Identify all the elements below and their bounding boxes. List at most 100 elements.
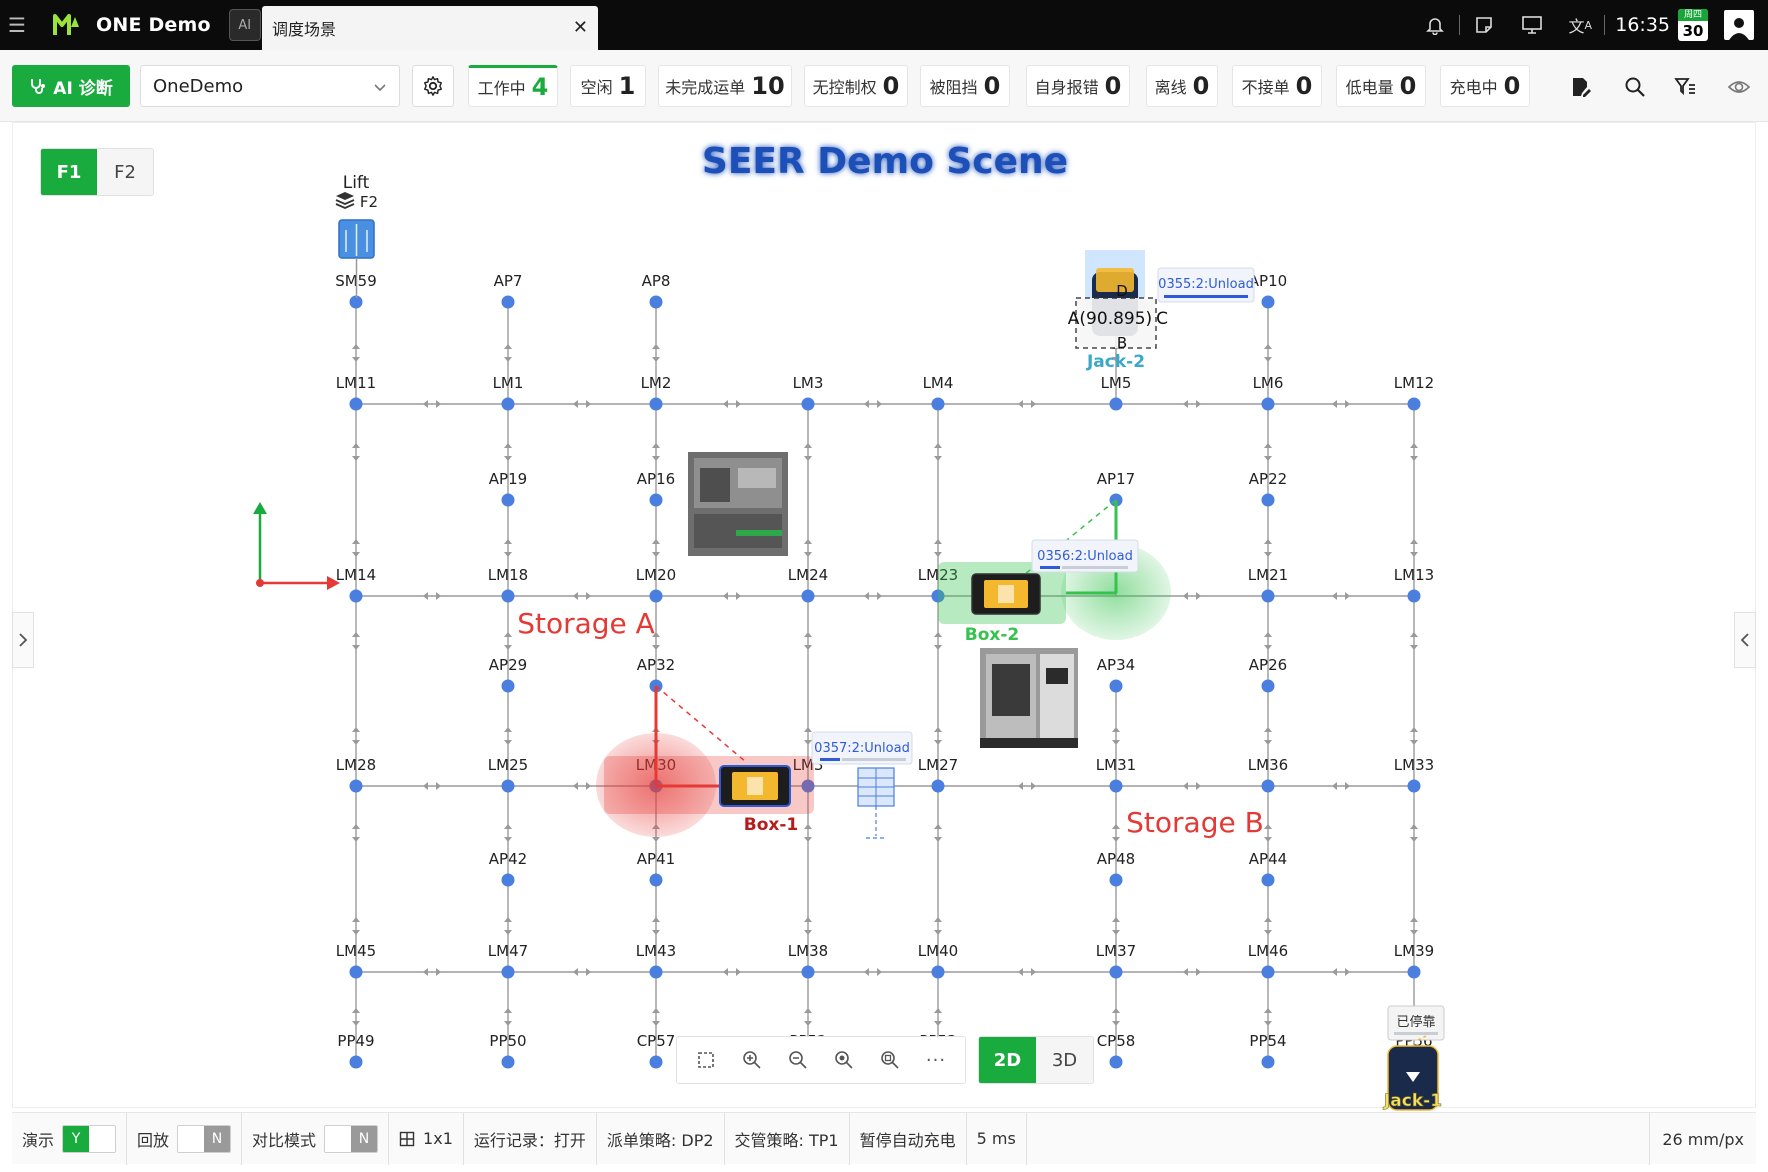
map-node-ap29[interactable] [501,679,515,693]
map-node-ap34[interactable] [1109,679,1123,693]
floor-tab-f1[interactable]: F1 [41,149,97,195]
map-node-lm28[interactable] [349,779,363,793]
edit-file-icon[interactable] [1566,72,1596,102]
map-node-lm1[interactable] [501,397,515,411]
box-select-icon[interactable] [688,1042,724,1078]
map-node-lm13[interactable] [1407,589,1421,603]
box-1-robot[interactable]: Box-1 0357:2:Unload [596,685,913,837]
map-node-ap48[interactable] [1109,873,1123,887]
tab-dispatch-scene[interactable]: 调度场景 ✕ [262,6,598,50]
playback-switch[interactable]: N [177,1124,232,1153]
monitor-icon[interactable] [1508,0,1556,50]
map-node-ap42[interactable] [501,873,515,887]
map-node-sm59[interactable] [349,295,363,309]
ai-diagnose-button[interactable]: AI 诊断 [12,65,130,107]
map-node-pp50[interactable] [501,1055,515,1069]
box-2-robot[interactable]: Box-2 0356:2:Unload [938,499,1171,645]
jack-2-robot[interactable]: A(90.895) C D B Jack-2 0355:2:Unload [1068,250,1255,372]
map-node-ap26[interactable] [1261,679,1275,693]
map-node-cp58[interactable] [1109,1055,1123,1069]
shelf-marker[interactable] [857,767,895,839]
map-node-pp54[interactable] [1261,1055,1275,1069]
map-node-lm36[interactable] [1261,779,1275,793]
filter-icon[interactable] [1670,72,1700,102]
map-node-cp57[interactable] [649,1055,663,1069]
view-2d-button[interactable]: 2D [979,1037,1036,1083]
map-node-lm25[interactable] [501,779,515,793]
map-node-lm39[interactable] [1407,965,1421,979]
ai-chip-icon[interactable]: AI [228,9,261,41]
map-node-ap10[interactable] [1261,295,1275,309]
map-node-lm11[interactable] [349,397,363,411]
calendar-icon[interactable]: 周四 30 [1678,9,1708,41]
map-node-lm23[interactable] [931,589,945,603]
scene-select[interactable]: OneDemo [140,65,400,107]
view-3d-button[interactable]: 3D [1036,1037,1093,1083]
search-icon[interactable] [1620,72,1650,102]
map-node-ap16[interactable] [649,493,663,507]
map-node-ap19[interactable] [501,493,515,507]
interval-setting[interactable]: 5 ms [967,1112,1027,1165]
map-node-lm46[interactable] [1261,965,1275,979]
map-node-ap22[interactable] [1261,493,1275,507]
map-node-lm12[interactable] [1407,397,1421,411]
map-node-ap8[interactable] [649,295,663,309]
map-node-lm47[interactable] [501,965,515,979]
map-node-lm33[interactable] [1407,779,1421,793]
map-node-lm6[interactable] [1261,397,1275,411]
more-icon[interactable]: ··· [925,1049,947,1071]
map-node-ap7[interactable] [501,295,515,309]
grid-setting[interactable]: 1x1 [389,1112,464,1165]
compare-switch[interactable]: N [324,1124,379,1153]
lift[interactable]: Lift F2 [335,173,378,298]
map-node-lm18[interactable] [501,589,515,603]
run-log-setting[interactable]: 运行记录：打开 [464,1112,597,1165]
menu-icon[interactable]: ☰ [8,13,26,37]
map-node-lm45[interactable] [349,965,363,979]
map-node-lm4[interactable] [931,397,945,411]
user-avatar-icon[interactable] [1724,10,1754,40]
zoom-out-icon[interactable] [780,1042,816,1078]
map-node-lm26[interactable] [801,779,815,793]
close-icon[interactable]: ✕ [572,17,588,38]
dispatch-strategy[interactable]: 派单策略: DP2 [597,1112,725,1165]
settings-button[interactable] [412,65,454,107]
map-canvas[interactable] [12,122,1756,1108]
map-node-pp49[interactable] [349,1055,363,1069]
map-node-lm3[interactable] [801,397,815,411]
map-node-lm14[interactable] [349,589,363,603]
zoom-reset-icon[interactable] [872,1042,908,1078]
floor-tab-f2[interactable]: F2 [114,161,136,183]
bell-icon[interactable] [1411,0,1459,50]
zoom-in-icon[interactable] [734,1042,770,1078]
map-node-lm40[interactable] [931,965,945,979]
eye-icon[interactable] [1724,72,1754,102]
left-panel-toggle[interactable] [12,612,34,668]
zoom-fit-icon[interactable] [826,1042,862,1078]
jack-1-robot[interactable]: 已停靠 Jack-1 [1383,1005,1445,1111]
map-node-lm21[interactable] [1261,589,1275,603]
map-node-ap41[interactable] [649,873,663,887]
right-panel-toggle[interactable] [1734,612,1756,668]
map-node-lm20[interactable] [649,589,663,603]
notes-icon[interactable] [1460,0,1508,50]
demo-switch[interactable]: Y [62,1124,117,1153]
map-node-ap44[interactable] [1261,873,1275,887]
map-node-lm38[interactable] [801,965,815,979]
map-node-lm5[interactable] [1109,397,1123,411]
map-node-lm31[interactable] [1109,779,1123,793]
map-node-lm2[interactable] [649,397,663,411]
map-node-lm27[interactable] [931,779,945,793]
map-node-lm24[interactable] [801,589,815,603]
